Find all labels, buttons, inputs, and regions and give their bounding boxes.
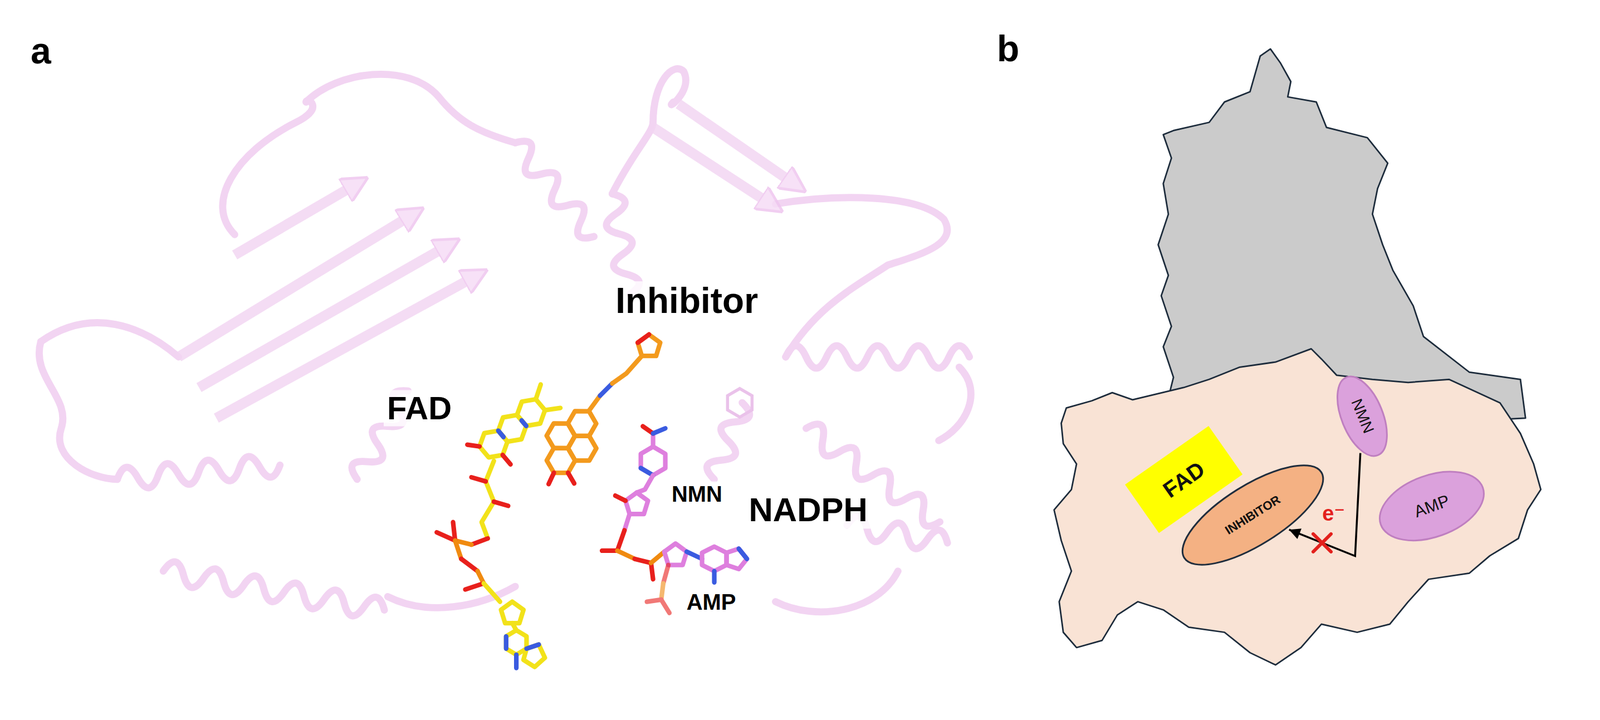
chain xyxy=(624,514,630,531)
oxygen xyxy=(634,559,652,564)
methyl xyxy=(545,401,561,417)
nitrogen xyxy=(498,431,504,438)
loop xyxy=(612,122,653,194)
inhibitor-sticks xyxy=(523,334,660,496)
loop xyxy=(306,74,516,143)
nitrogen xyxy=(653,428,666,434)
oxygen xyxy=(471,477,487,482)
nicotinamide xyxy=(641,446,666,476)
phosphate-2 xyxy=(647,565,670,614)
panel-letter: a xyxy=(27,30,55,72)
molecule-label: FAD xyxy=(383,389,455,427)
chain xyxy=(612,355,642,384)
oxygen xyxy=(661,599,670,614)
phosphate xyxy=(661,583,664,600)
nitrogen xyxy=(514,654,519,669)
nitrogen xyxy=(739,548,748,559)
oxygen xyxy=(568,472,575,484)
nitrogen xyxy=(521,420,527,427)
nitrogen xyxy=(711,571,717,583)
chain xyxy=(636,475,653,493)
polycycle xyxy=(523,404,617,495)
oxygen xyxy=(615,495,626,501)
peach-domain xyxy=(1054,348,1541,665)
oxygen xyxy=(453,522,456,541)
beta-strand xyxy=(653,127,768,203)
ellipse-shape xyxy=(1168,447,1338,584)
phosphate xyxy=(454,540,462,560)
ring xyxy=(637,334,660,356)
nitrogen xyxy=(504,636,509,649)
beta-strand xyxy=(234,186,352,256)
molecule-label: AMP xyxy=(683,589,740,615)
oxygen xyxy=(502,454,511,465)
chain xyxy=(483,583,500,603)
adenine xyxy=(702,546,727,572)
oxygen xyxy=(461,559,478,572)
oxygen xyxy=(493,501,509,506)
adenine xyxy=(726,548,748,570)
oxygen xyxy=(617,530,625,551)
ribose xyxy=(501,602,524,624)
protein-cartoon xyxy=(38,69,971,622)
loop xyxy=(38,341,117,480)
molecule-label: NMN xyxy=(668,481,726,507)
ellipse-shape xyxy=(1327,369,1398,464)
residue-ring xyxy=(727,388,752,418)
oxygen xyxy=(545,472,558,484)
loop xyxy=(40,323,179,357)
oxygen xyxy=(663,565,669,584)
ribose xyxy=(625,492,648,515)
adenine xyxy=(523,644,545,667)
ellipse-shape xyxy=(1369,458,1494,555)
nadph-sticks xyxy=(602,426,747,614)
beta-sheet xyxy=(178,104,791,419)
oxygen xyxy=(651,563,654,580)
cross-stroke xyxy=(1313,534,1332,552)
beta-strand xyxy=(678,104,791,182)
nitrogen xyxy=(526,644,539,649)
helix-ribbon xyxy=(506,135,603,244)
phosphate xyxy=(617,550,635,560)
grey-domain xyxy=(1158,49,1526,429)
loop xyxy=(775,197,948,357)
loop xyxy=(653,69,687,123)
blocked-cross xyxy=(1313,534,1332,552)
helix-ribbon xyxy=(785,345,970,369)
molecule-label: Inhibitor xyxy=(612,281,762,322)
edge-label: e⁻ xyxy=(1320,502,1347,526)
cross-stroke xyxy=(1313,534,1332,552)
panel-letter: b xyxy=(993,28,1023,70)
phosphate xyxy=(651,551,665,564)
oxygen xyxy=(471,538,488,545)
molecule-label: NADPH xyxy=(745,491,871,530)
oxygen xyxy=(465,583,484,590)
loop xyxy=(938,367,972,441)
ribityl-chain xyxy=(481,461,494,539)
ring xyxy=(493,409,531,448)
nitrogen xyxy=(599,383,613,396)
isoalloxazine xyxy=(467,383,568,478)
methyl xyxy=(530,384,547,400)
fad-sticks xyxy=(436,383,568,669)
loop xyxy=(775,571,899,613)
ribose xyxy=(664,543,687,565)
oxygen xyxy=(467,439,480,452)
chain xyxy=(588,395,600,411)
oxygen xyxy=(637,334,649,344)
ring xyxy=(512,393,550,432)
adenine xyxy=(506,630,527,655)
ring xyxy=(564,429,600,467)
helix-ribbon xyxy=(161,560,387,622)
helix-ribbon xyxy=(116,453,282,491)
